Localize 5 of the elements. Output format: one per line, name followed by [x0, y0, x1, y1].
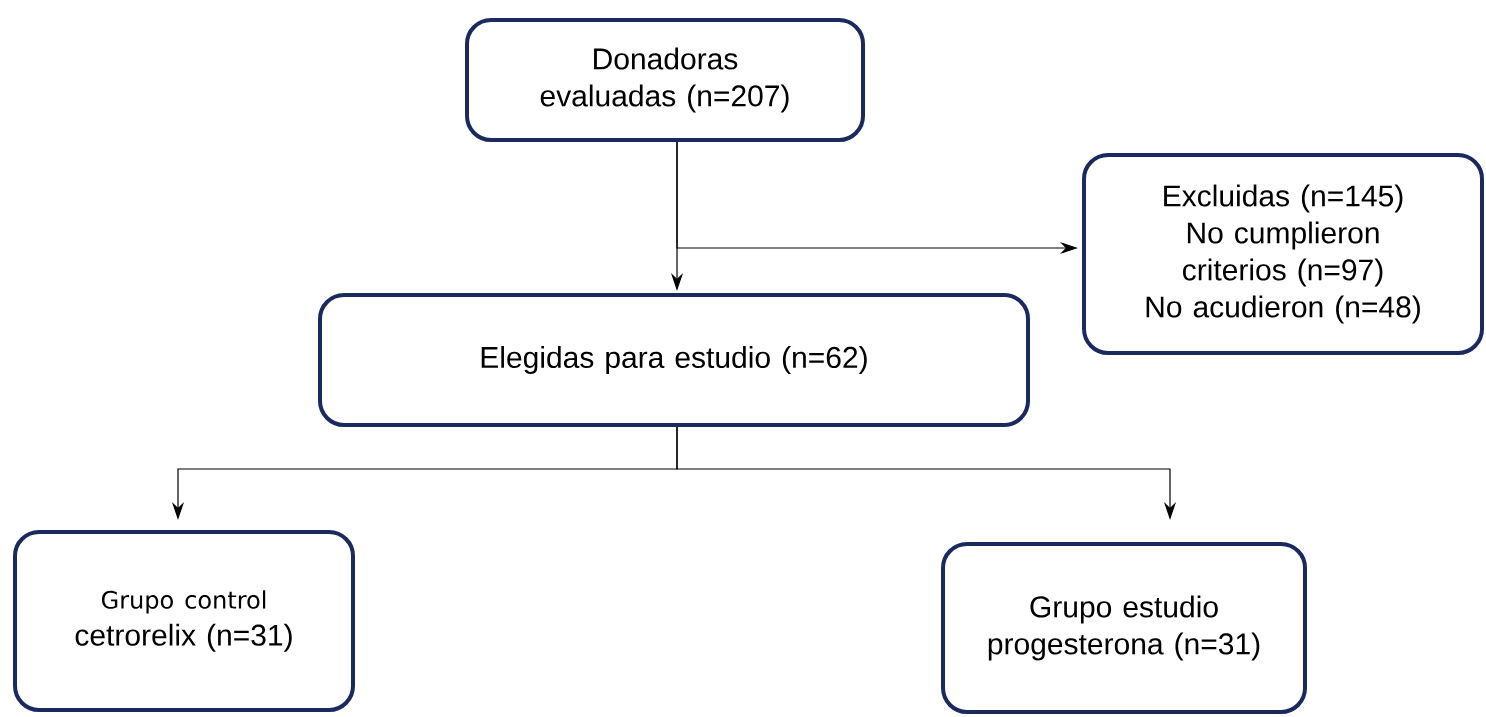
flow-box: Excluidas (n=145) No cumplieron criterios (n=97) No acudieron (n=48): [1082, 153, 1485, 355]
flow-box: Elegidas para estudio (n=62): [318, 293, 1030, 427]
flow-box: Grupo estudio progesterona (n=31): [941, 542, 1307, 714]
flow-box: Donadoras evaluadas (n=207): [465, 18, 865, 142]
flow-box: Grupo control cetrorelix (n=31): [13, 530, 355, 712]
